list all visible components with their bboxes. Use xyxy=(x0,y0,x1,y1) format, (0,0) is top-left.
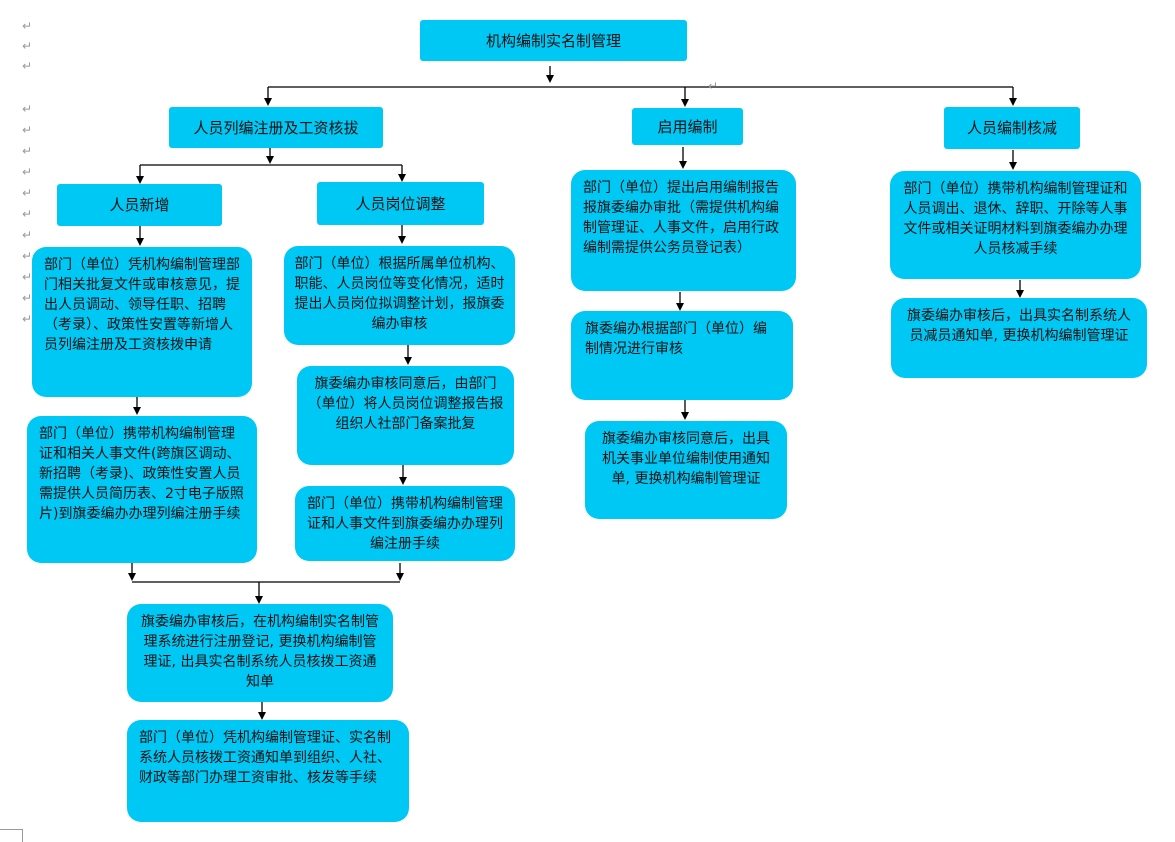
reduce-step1-box: 部门（单位）携带机构编制管理证和人员调出、退休、辞职、开除等人事文件或相关证明材… xyxy=(890,171,1141,279)
paragraph-mark-icon: ↵ xyxy=(22,102,33,116)
branch-enable-box: 启用编制 xyxy=(632,108,743,145)
branch-reduce-box: 人员编制核减 xyxy=(944,107,1080,149)
adjust-position-box: 人员岗位调整 xyxy=(317,182,484,225)
new-person-step1-box: 部门（单位）凭机构编制管理部门相关批复文件或审核意见，提出人员调动、领导任职、招… xyxy=(32,247,252,397)
adjust-step1-box: 部门（单位）根据所属单位机构、职能、人员岗位等变化情况，适时提出人员岗位拟调整计… xyxy=(284,246,515,345)
reduce-step2-box: 旗委编办审核后，出具实名制系统人员减员通知单, 更换机构编制管理证 xyxy=(891,298,1147,378)
new-person-box: 人员新增 xyxy=(57,184,222,226)
paragraph-mark-icon: ↵ xyxy=(22,144,33,158)
page-corner-marker xyxy=(0,829,23,842)
paragraph-mark-icon: ↵ xyxy=(22,123,33,137)
enable-step3-box: 旗委编办审核同意后，出具机关事业单位编制使用通知单, 更换机构编制管理证 xyxy=(585,421,787,519)
paragraph-mark-icon: ↵ xyxy=(22,207,33,221)
adjust-step2-box: 旗委编办审核同意后，由部门（单位）将人员岗位调整报告报组织人社部门备案批复 xyxy=(297,366,514,465)
branch-register-box: 人员列编注册及工资核拔 xyxy=(169,107,383,148)
flow-title-box: 机构编制实名制管理 xyxy=(420,20,687,61)
paragraph-mark-icon: ↵ xyxy=(22,228,33,242)
enable-step2-box: 旗委编办根据部门（单位）编制情况进行审核 xyxy=(571,311,793,400)
enable-step1-box: 部门（单位）提出启用编制报告报旗委编办审批（需提供机构编制管理证、人事文件，启用… xyxy=(571,170,796,291)
merge-step2-box: 部门（单位）凭机构编制管理证、实名制系统人员核拨工资通知单到组织、人社、财政等部… xyxy=(127,720,409,822)
adjust-step3-box: 部门（单位）携带机构编制管理证和人事文件到旗委编办办理列编注册手续 xyxy=(295,486,515,561)
paragraph-mark-icon: ↵ xyxy=(22,19,33,33)
paragraph-mark-icon: ↵ xyxy=(22,291,33,305)
paragraph-mark-icon: ↵ xyxy=(22,59,33,73)
paragraph-mark-icon: ↵ xyxy=(708,79,719,93)
paragraph-mark-icon: ↵ xyxy=(22,165,33,179)
merge-step1-box: 旗委编办审核后，在机构编制实名制管理系统进行注册登记, 更换机构编制管理证, 出… xyxy=(127,604,393,702)
paragraph-mark-icon: ↵ xyxy=(22,312,33,326)
paragraph-mark-icon: ↵ xyxy=(22,39,33,53)
paragraph-mark-icon: ↵ xyxy=(22,249,33,263)
new-person-step2-box: 部门（单位）携带机构编制管理证和相关人事文件(跨旗区调动、新招聘（考录)、政策性… xyxy=(27,416,257,563)
paragraph-mark-icon: ↵ xyxy=(22,270,33,284)
paragraph-mark-icon: ↵ xyxy=(22,186,33,200)
